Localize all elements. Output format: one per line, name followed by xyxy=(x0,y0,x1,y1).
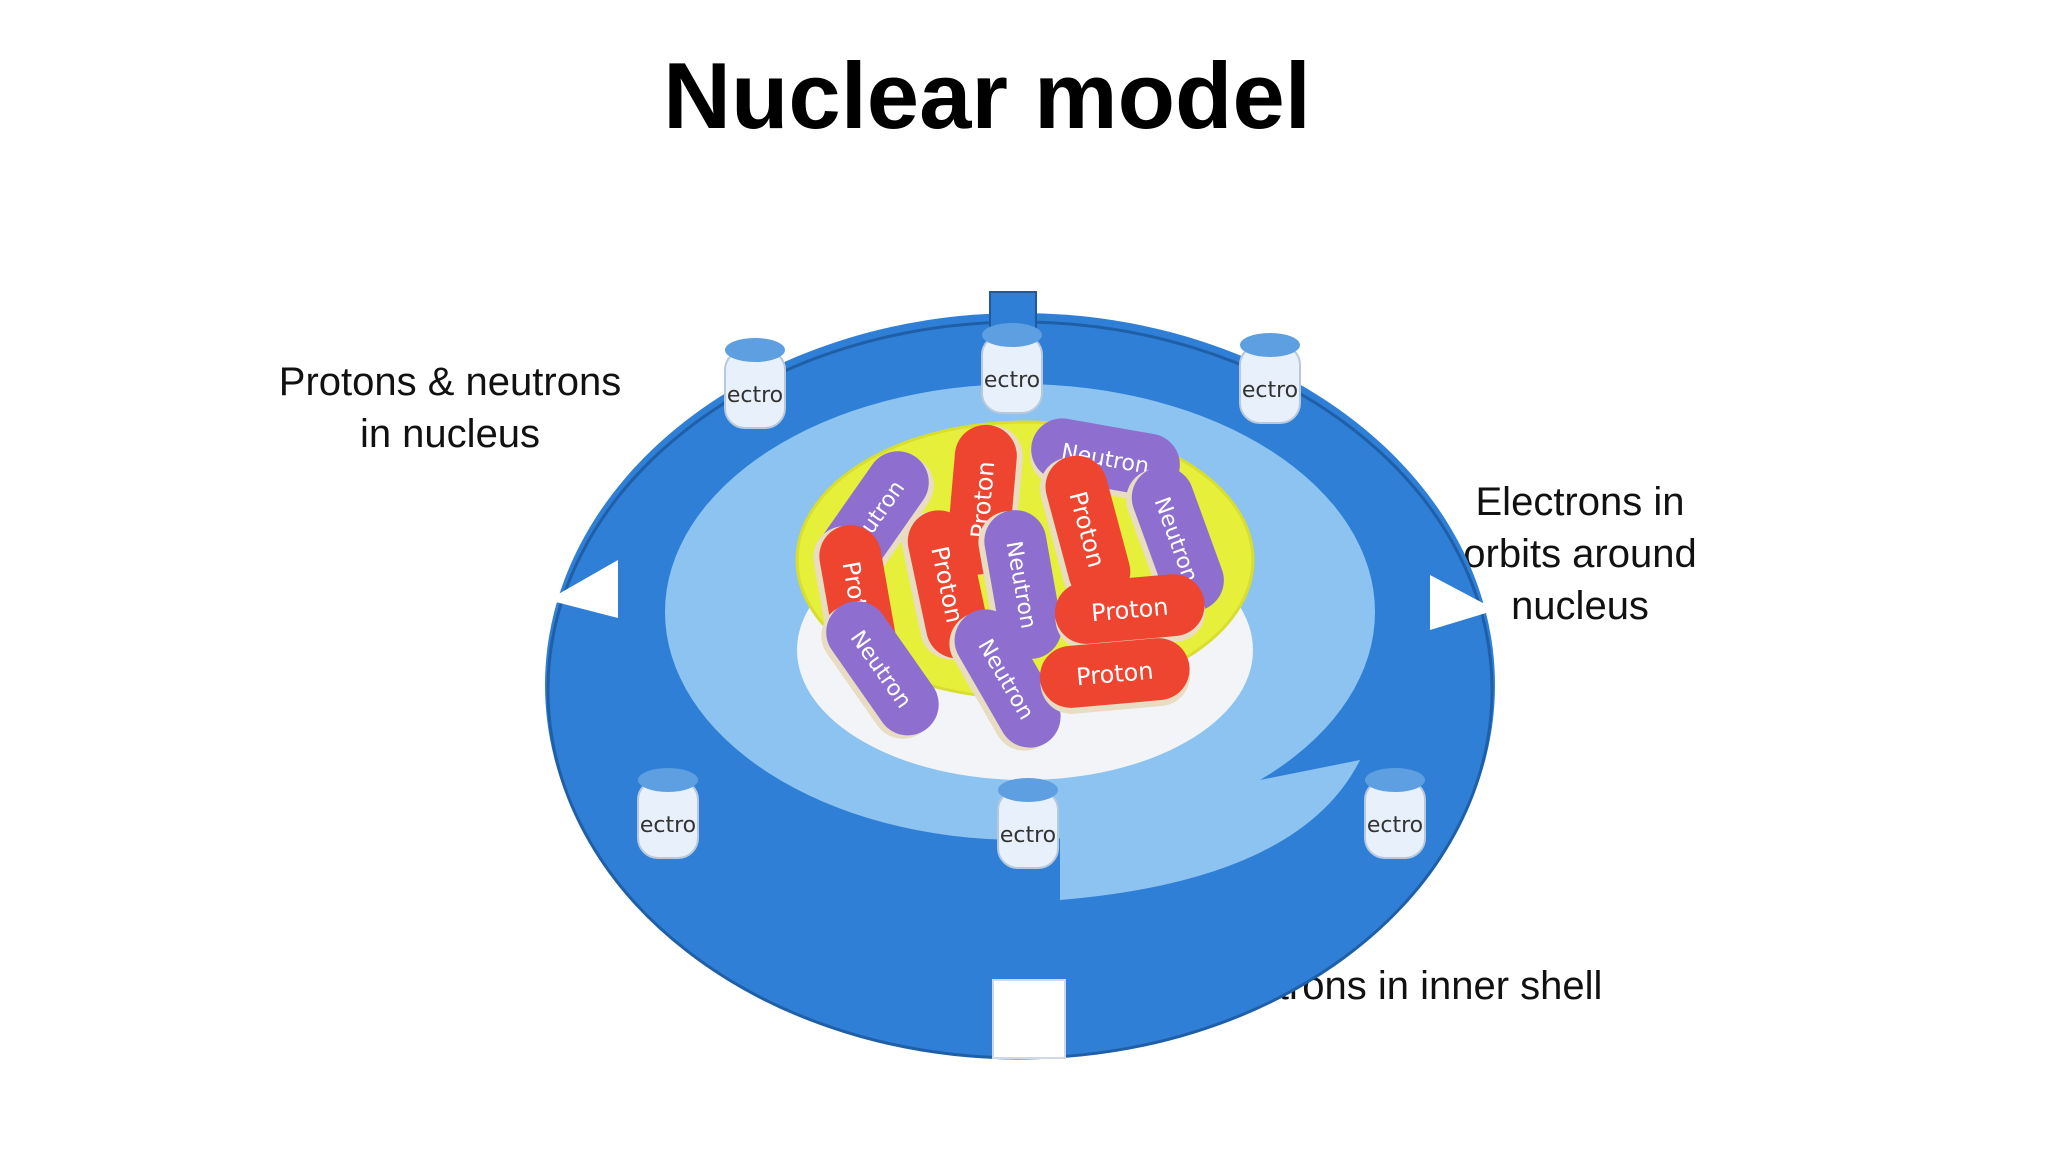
proton-label: Proton xyxy=(1075,657,1155,692)
electron-tab: ectro xyxy=(997,778,1059,869)
neutron-capsule: Neutron xyxy=(1126,466,1224,614)
nucleus-annotation-line-1: Protons & neutrons xyxy=(278,360,622,404)
neutron-capsule: Neutron xyxy=(821,601,939,739)
outer-ring-notch-right xyxy=(1430,575,1496,630)
electron-label: ectro xyxy=(727,383,783,408)
electron-label: ectro xyxy=(984,368,1040,393)
orbits-annotation: Electrons in orbits around nucleus xyxy=(1430,476,1730,632)
electron-tab: ectro xyxy=(637,768,699,859)
orbits-annotation-line-2: orbits around xyxy=(1463,532,1697,576)
nucleus-annotation: Protons & neutrons in nucleus xyxy=(240,356,660,460)
proton-capsule: Proton xyxy=(1039,455,1131,605)
outer-ring-notch-bottom xyxy=(992,979,1066,1059)
electron-tab: ectro xyxy=(724,338,786,429)
electron-tabs: ectro ectro ectro ectro ectro ectro xyxy=(637,323,1426,869)
electron-tab: ectro xyxy=(981,323,1043,414)
proton-capsule: Proton xyxy=(1054,574,1206,650)
electron-label: ectro xyxy=(1000,823,1056,848)
electron-tab: ectro xyxy=(1239,333,1301,424)
proton-label: Proton xyxy=(1090,593,1170,628)
proton-capsule: Proton xyxy=(1039,638,1191,714)
electron-label: ectro xyxy=(1367,813,1423,838)
orbits-annotation-line-1: Electrons in xyxy=(1475,480,1685,524)
electron-label: ectro xyxy=(1242,378,1298,403)
neutron-capsule: Neutron xyxy=(949,609,1061,751)
nucleus-annotation-line-2: in nucleus xyxy=(359,412,541,456)
page-title: Nuclear model xyxy=(663,43,1311,148)
orbits-annotation-line-3: nucleus xyxy=(1511,584,1649,628)
outer-ring-notch-left xyxy=(548,560,618,618)
inner-disc-fold xyxy=(1060,760,1360,900)
electron-label: ectro xyxy=(640,813,696,838)
electron-tab: ectro xyxy=(1364,768,1426,859)
